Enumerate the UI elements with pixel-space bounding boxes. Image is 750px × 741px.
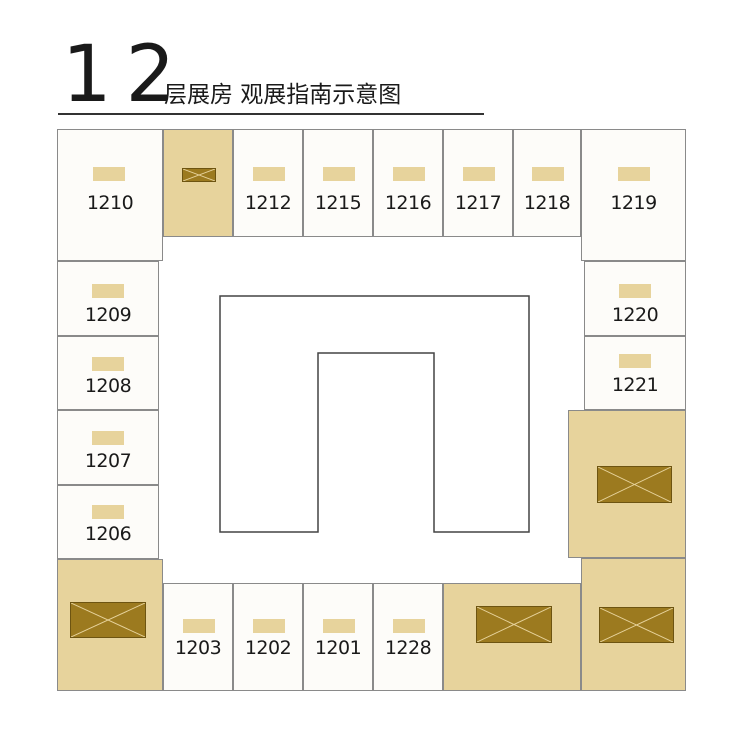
room-1217[interactable]: 1217 [443,129,513,237]
room-1202[interactable]: 1202 [233,583,303,691]
room-1210[interactable]: 1210 [57,129,163,261]
door-marker [323,167,355,181]
room-1207[interactable]: 1207 [57,410,159,485]
booth-marker-icon [597,466,672,503]
booth-bottom-middle[interactable] [443,583,581,691]
door-marker [93,167,125,181]
room-number: 1210 [86,192,134,214]
booth-right[interactable] [568,410,686,558]
door-marker [92,431,124,445]
booth-marker-icon [70,602,146,638]
room-1215[interactable]: 1215 [303,129,373,237]
door-marker [183,619,215,633]
room-number: 1215 [314,192,362,214]
room-number: 1217 [454,192,502,214]
door-marker [92,284,124,298]
door-marker [393,619,425,633]
room-1209[interactable]: 1209 [57,261,159,336]
booth-top-left[interactable] [163,129,233,237]
room-1216[interactable]: 1216 [373,129,443,237]
floor-number: 12 [62,30,190,120]
room-number: 1208 [84,375,132,397]
room-1218[interactable]: 1218 [513,129,581,237]
page-title: 层展房 观展指南示意图 [164,82,402,108]
title-underline [58,113,484,115]
room-number: 1209 [84,304,132,326]
room-1228[interactable]: 1228 [373,583,443,691]
door-marker [323,619,355,633]
room-number: 1221 [611,374,659,396]
booth-bottom-right[interactable] [581,558,686,691]
room-number: 1202 [244,637,292,659]
room-1220[interactable]: 1220 [584,261,686,336]
door-marker [92,357,124,371]
door-marker [532,167,564,181]
central-core [219,295,530,533]
door-marker [619,284,651,298]
door-marker [463,167,495,181]
door-marker [393,167,425,181]
door-marker [253,167,285,181]
room-number: 1228 [384,637,432,659]
door-marker [92,505,124,519]
room-1208[interactable]: 1208 [57,336,159,410]
room-1219[interactable]: 1219 [581,129,686,261]
room-number: 1206 [84,523,132,545]
room-1221[interactable]: 1221 [584,336,686,410]
room-1203[interactable]: 1203 [163,583,233,691]
booth-marker-icon [476,606,552,643]
room-number: 1207 [84,450,132,472]
room-number: 1220 [611,304,659,326]
door-marker [618,167,650,181]
room-1201[interactable]: 1201 [303,583,373,691]
booth-marker-icon [182,168,216,182]
booth-bottom-left[interactable] [57,559,163,691]
room-number: 1219 [610,192,657,214]
door-marker [253,619,285,633]
core-outline [219,295,530,533]
room-1212[interactable]: 1212 [233,129,303,237]
room-1206[interactable]: 1206 [57,485,159,559]
room-number: 1203 [174,637,222,659]
room-number: 1201 [314,637,362,659]
room-number: 1216 [384,192,432,214]
room-number: 1218 [523,192,571,214]
door-marker [619,354,651,368]
room-number: 1212 [244,192,292,214]
booth-marker-icon [599,607,674,643]
